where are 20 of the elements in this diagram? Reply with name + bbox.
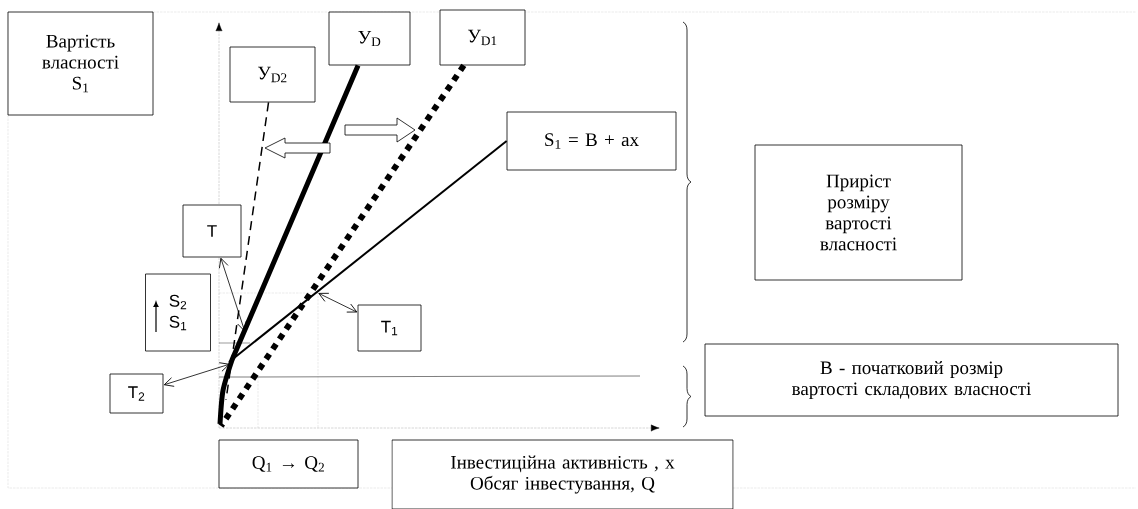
label-box: Інвестиційна активність , x Обсяг інвестування, Q	[391, 439, 734, 509]
leader-arrow	[163, 362, 230, 387]
label-box: T	[182, 204, 242, 258]
label-box: У$_{D}$	[328, 11, 411, 66]
graph-line	[228, 140, 508, 363]
label-box: Приріст розміру вартості власності	[754, 144, 963, 281]
graph-line	[218, 63, 467, 428]
label-box: S$_{2}$ S$_{1}$	[145, 273, 211, 352]
label-box: S$_{1}$ = B + ax	[506, 111, 677, 171]
label-box: Вартість власності S$_{1}$	[7, 11, 154, 116]
label-box: У$_{D2}$	[229, 46, 316, 103]
graph-line	[225, 101, 270, 401]
label-box: B - початковий розмір вартості складових власності	[704, 343, 1119, 417]
leader-arrow	[318, 292, 358, 313]
label-box: Q$_{1}$ → Q$_{2}$	[218, 439, 359, 489]
label-box: T$_{2}$	[109, 373, 164, 414]
graph-line	[217, 64, 361, 425]
label-box: У$_{D1}$	[439, 9, 526, 66]
leader-arrow	[219, 257, 247, 332]
label-box: T$_{1}$	[357, 304, 422, 352]
